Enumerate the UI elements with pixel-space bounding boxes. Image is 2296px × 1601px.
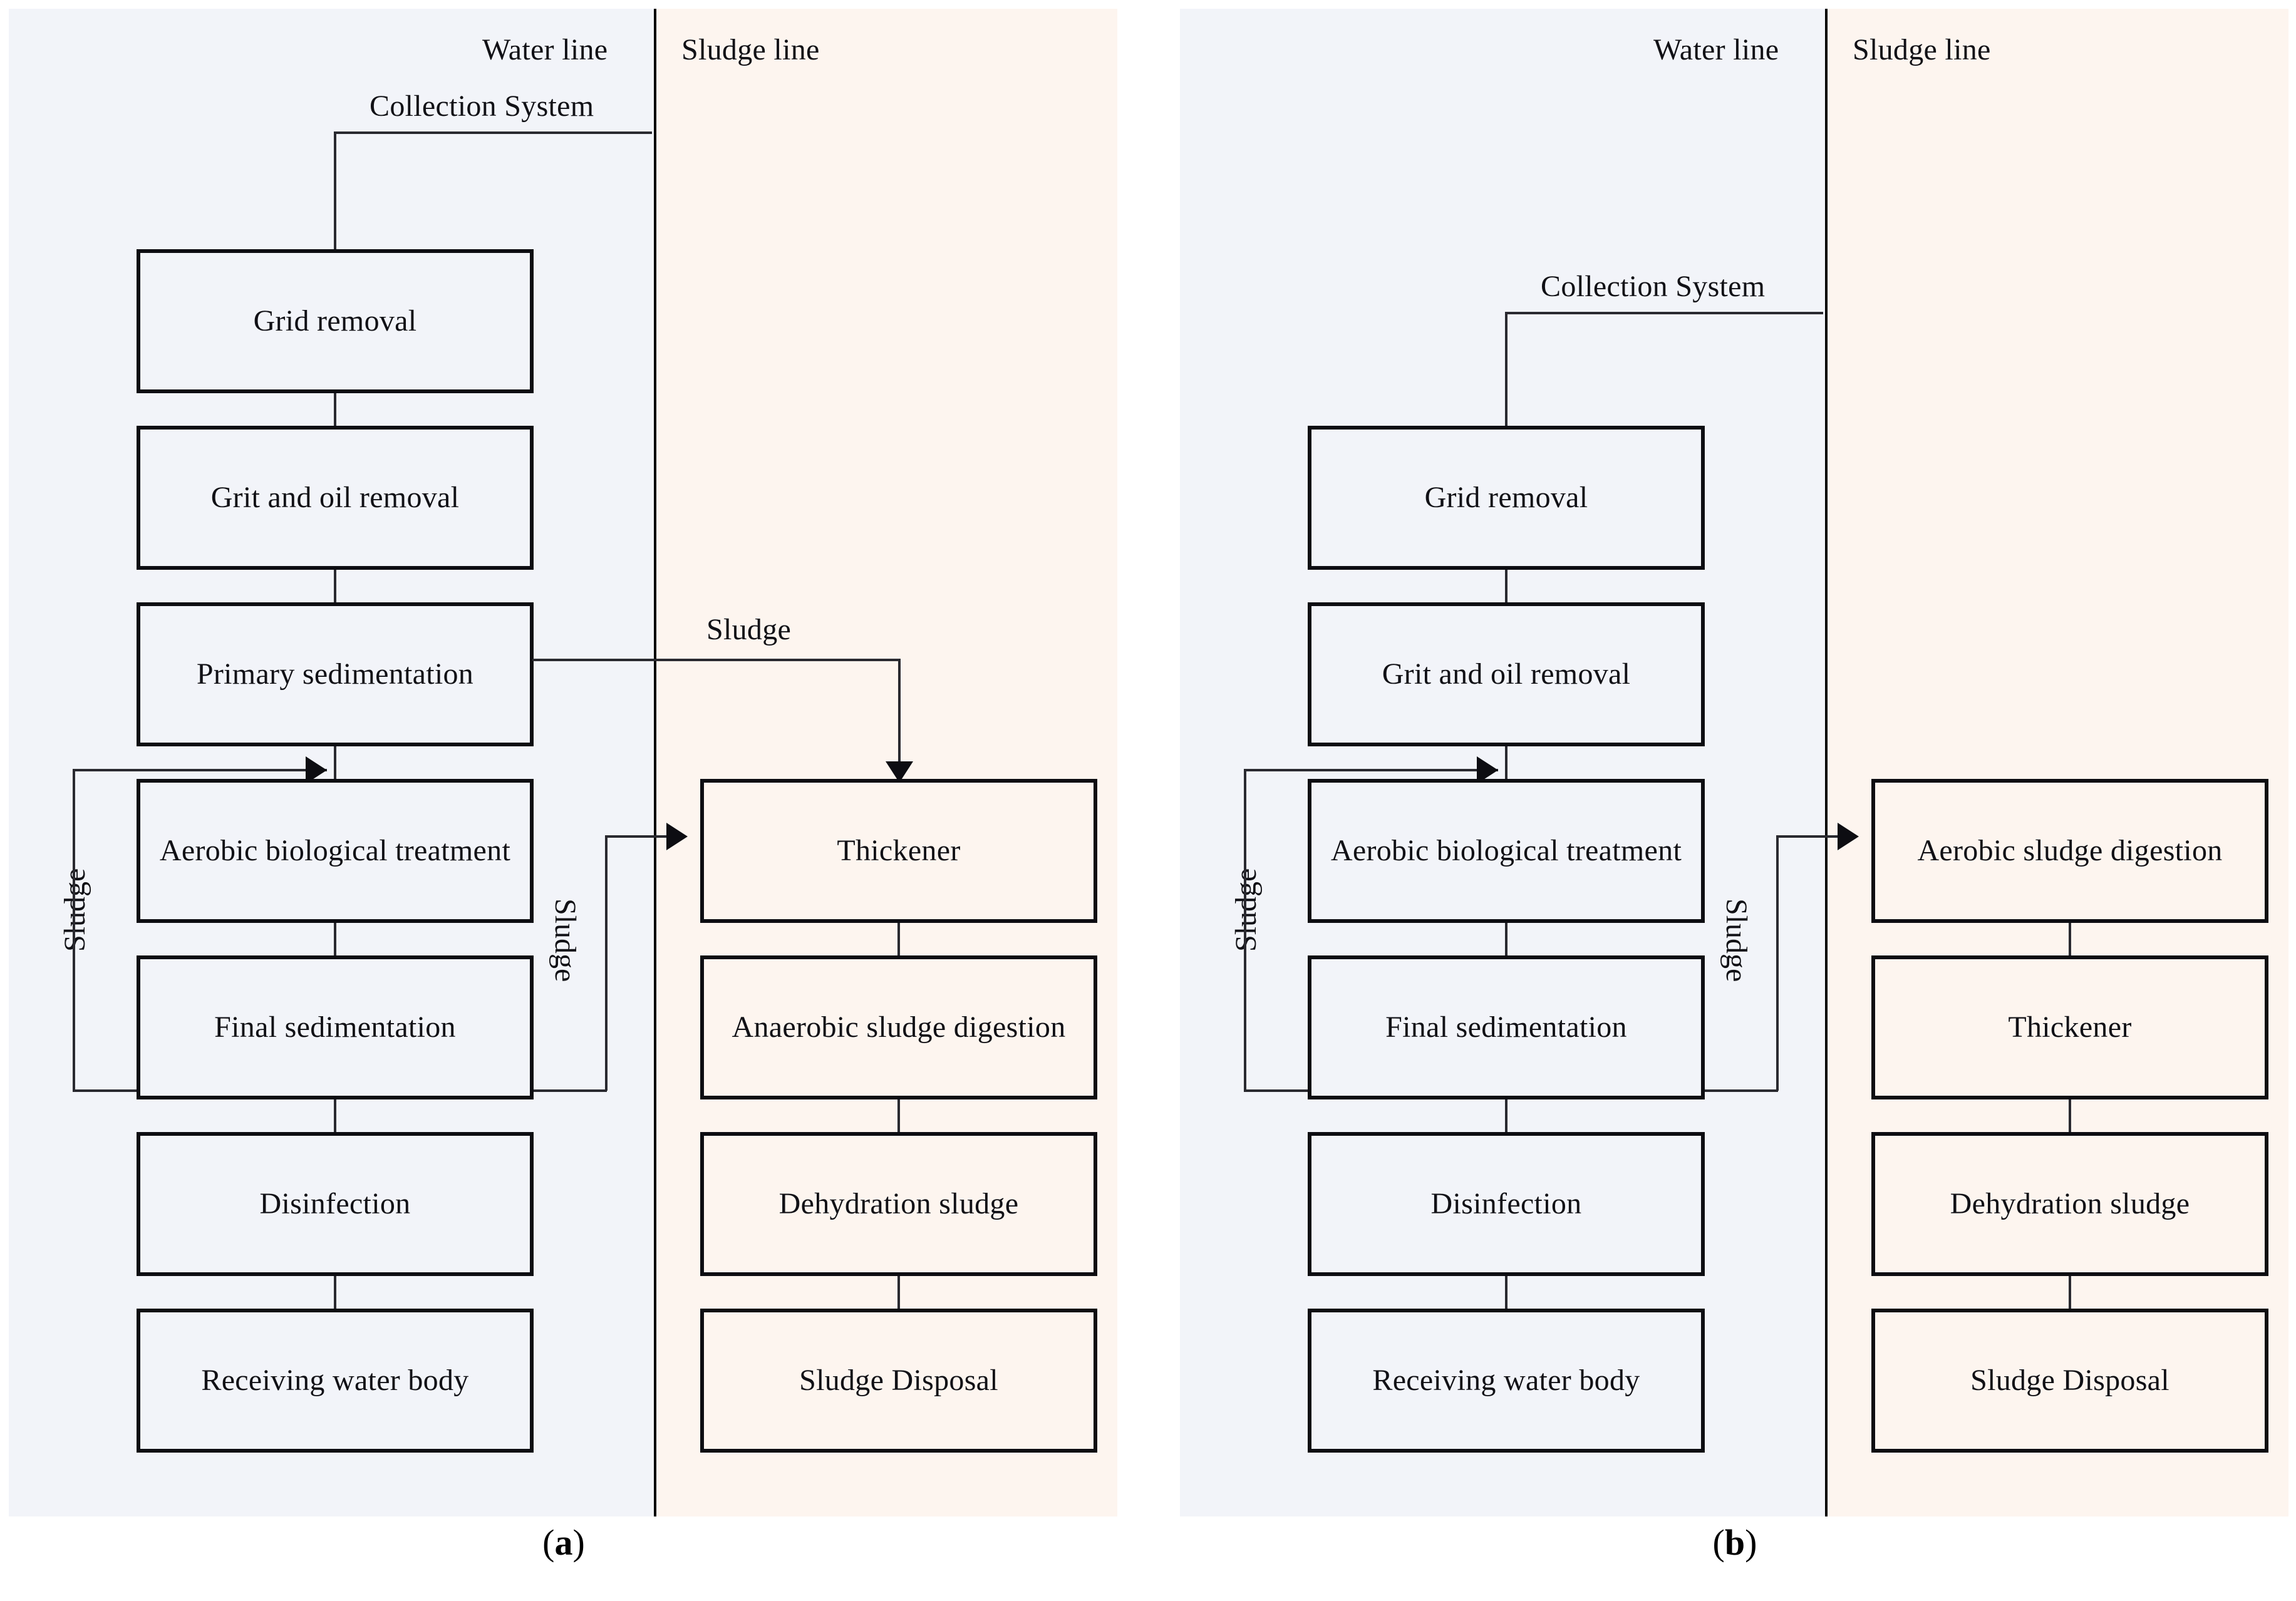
- panel-a-box-grit-and-oil-removal[interactable]: Grit and oil removal: [137, 426, 534, 570]
- panel-a-divider: [654, 9, 656, 1516]
- panel-a-return-sludge-line-vertical: [73, 769, 75, 1092]
- panel-b-waste-sludge-line-horizontal: [1776, 835, 1839, 838]
- panel-b-inlet-line-vertical: [1505, 312, 1507, 427]
- panel-a-waste-sludge-line-horizontal: [605, 835, 668, 838]
- panel-a-water-line-header: Water line: [482, 33, 608, 66]
- panel-b-box-disinfection[interactable]: Disinfection: [1308, 1132, 1705, 1276]
- panel-a-box-receiving-water-body[interactable]: Receiving water body: [137, 1309, 534, 1453]
- panel-b-waste-sludge-line-vertical: [1776, 835, 1779, 1091]
- panel-a-waste-sludge-arrowhead: [666, 823, 688, 850]
- panel-a-connector-2: [334, 570, 336, 609]
- panel-b-sludge-connector-2: [2069, 1099, 2071, 1138]
- panel-b-sludge-connector-3: [2069, 1276, 2071, 1315]
- panel-b-water-line-background: [1180, 9, 1826, 1516]
- panel-a-box-disinfection[interactable]: Disinfection: [137, 1132, 534, 1276]
- panel-a-sludge-connector-3: [897, 1276, 900, 1315]
- panel-b-collection-system-label: Collection System: [1541, 270, 1766, 303]
- panel-b-water-line-header: Water line: [1653, 33, 1779, 66]
- panel-a-box-grid-removal[interactable]: Grid removal: [137, 249, 534, 393]
- panel-b-box-sludge-disposal[interactable]: Sludge Disposal: [1871, 1309, 2268, 1453]
- panel-b-box-grit-and-oil-removal[interactable]: Grit and oil removal: [1308, 602, 1705, 746]
- panel-b-box-grid-removal[interactable]: Grid removal: [1308, 426, 1705, 570]
- panel-a-return-sludge-line-top: [73, 769, 327, 771]
- panel-b-box-aerobic-biological-treatment[interactable]: Aerobic biological treatment: [1308, 779, 1705, 923]
- panel-a-box-primary-sedimentation[interactable]: Primary sedimentation: [137, 602, 534, 746]
- panel-a-box-final-sedimentation[interactable]: Final sedimentation: [137, 955, 534, 1099]
- panel-b-connector-3: [1505, 923, 1507, 962]
- panel-a-connector-3: [334, 746, 336, 810]
- panel-a-waste-sludge-label: Sludge: [549, 898, 582, 982]
- panel-b-waste-sludge-label: Sludge: [1720, 898, 1753, 982]
- panel-a-connector-1: [334, 393, 336, 432]
- panel-a-primary-sludge-line-horizontal: [532, 659, 901, 661]
- panel-b-return-sludge-line-top: [1244, 769, 1498, 771]
- panel-b-waste-sludge-arrowhead: [1838, 823, 1859, 850]
- panel-a-sludge-connector-1: [897, 923, 900, 962]
- panel-b-box-final-sedimentation[interactable]: Final sedimentation: [1308, 955, 1705, 1099]
- panel-a-inlet-line-vertical: [334, 131, 336, 250]
- panel-b-caption: (b): [1712, 1522, 1757, 1563]
- panel-b-connector-5: [1505, 1276, 1507, 1315]
- panel-a-sludge-connector-2: [897, 1099, 900, 1138]
- panel-b-connector-2: [1505, 746, 1507, 810]
- panel-a-waste-sludge-line-vertical: [605, 835, 608, 1091]
- panel-a-primary-sludge-label: Sludge: [706, 613, 792, 646]
- panel-b-box-thickener[interactable]: Thickener: [1871, 955, 2268, 1099]
- panel-b-box-receiving-water-body[interactable]: Receiving water body: [1308, 1309, 1705, 1453]
- panel-b-box-dehydration-sludge[interactable]: Dehydration sludge: [1871, 1132, 2268, 1276]
- panel-a-box-anaerobic-sludge-digestion[interactable]: Anaerobic sludge digestion: [700, 955, 1097, 1099]
- panel-a-box-sludge-disposal[interactable]: Sludge Disposal: [700, 1309, 1097, 1453]
- panel-a-connector-6: [334, 1276, 336, 1315]
- panel-a-connector-4: [334, 923, 336, 962]
- panel-b-connector-1: [1505, 570, 1507, 609]
- panel-a-box-dehydration-sludge[interactable]: Dehydration sludge: [700, 1132, 1097, 1276]
- panel-b-divider: [1825, 9, 1828, 1516]
- panel-b-sludge-line-background: [1826, 9, 2288, 1516]
- panel-a-box-aerobic-biological-treatment[interactable]: Aerobic biological treatment: [137, 779, 534, 923]
- panel-a-primary-sludge-line-vertical: [898, 659, 901, 761]
- panel-b-return-sludge-line-vertical: [1244, 769, 1246, 1092]
- panel-b-sludge-connector-1: [2069, 923, 2071, 962]
- panel-a-box-thickener[interactable]: Thickener: [700, 779, 1097, 923]
- panel-b-inlet-line-horizontal: [1505, 312, 1823, 314]
- panel-a-connector-5: [334, 1099, 336, 1138]
- panel-a-caption: (a): [542, 1522, 585, 1563]
- panel-b-sludge-line-header: Sludge line: [1853, 33, 1991, 66]
- panel-a-inlet-line-horizontal: [334, 131, 652, 134]
- panel-b-box-aerobic-sludge-digestion[interactable]: Aerobic sludge digestion: [1871, 779, 2268, 923]
- panel-a-collection-system-label: Collection System: [370, 90, 594, 123]
- panel-a-water-line-background: [9, 9, 655, 1516]
- panel-a-sludge-line-header: Sludge line: [681, 33, 820, 66]
- panel-b-connector-4: [1505, 1099, 1507, 1138]
